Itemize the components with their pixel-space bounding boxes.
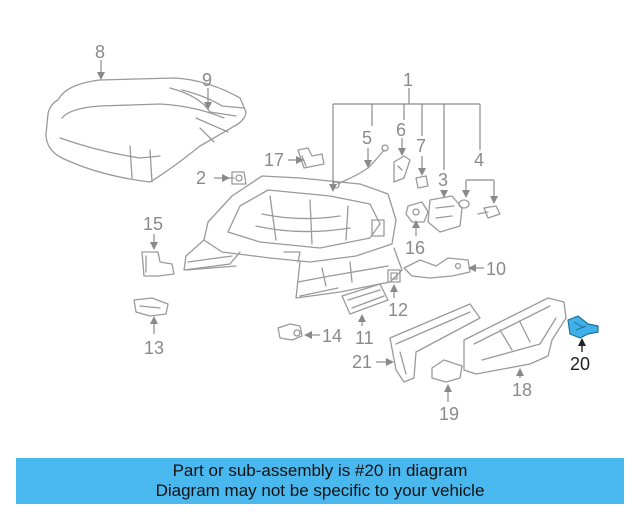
callout-12: 12: [388, 300, 408, 320]
callout-1: 1: [403, 70, 413, 90]
part-6-switch: [393, 155, 411, 183]
callout-20-highlighted: 20: [570, 354, 590, 374]
part-4-bolt-washer: [458, 199, 501, 219]
callout-9: 9: [202, 70, 212, 90]
callout-14: 14: [322, 326, 342, 346]
callout-8: 8: [95, 42, 105, 62]
part-7-knob: [415, 175, 429, 189]
part-16-bracket: [405, 201, 429, 223]
callout-10: 10: [486, 259, 506, 279]
part-18-side-shield: [463, 297, 567, 375]
part-3-motor: [427, 195, 463, 233]
part-13-latch: [133, 297, 169, 317]
leader-lines: [97, 60, 586, 402]
callout-11: 11: [355, 328, 374, 348]
part-11-side-trim: [341, 283, 389, 315]
callout-2: 2: [196, 168, 206, 188]
callout-19: 19: [439, 404, 459, 424]
part-12-clip: [387, 269, 401, 283]
callout-6: 6: [396, 120, 406, 140]
part-19-handle: [431, 359, 463, 383]
part-17-clip: [297, 147, 325, 169]
banner-line-part-number: Part or sub-assembly is #20 in diagram: [172, 461, 468, 480]
callout-3: 3: [438, 170, 448, 190]
info-banner: Part or sub-assembly is #20 in diagram D…: [16, 458, 624, 504]
banner-line-disclaimer: Diagram may not be specific to your vehi…: [155, 481, 485, 500]
callout-16: 16: [405, 238, 425, 258]
callout-17: 17: [264, 150, 284, 170]
part-20-clip-highlighted[interactable]: [567, 315, 599, 339]
part-9-cushion-cover: [181, 89, 245, 143]
callout-7: 7: [416, 136, 426, 156]
callout-18: 18: [512, 380, 532, 400]
part-14-connector: [277, 323, 303, 341]
callout-13: 13: [144, 338, 164, 358]
part-15-bracket: [141, 251, 175, 277]
callout-labels: 1 2 3 4 5 6 7 8 9 10 11 12 13 14 15 16 1…: [95, 42, 590, 424]
callout-21: 21: [352, 352, 372, 372]
seat-frame: [183, 175, 403, 299]
callout-15: 15: [143, 214, 163, 234]
part-8-cushion-pad: [45, 77, 247, 183]
callout-5: 5: [362, 128, 372, 148]
seat-parts-diagram: 1 2 3 4 5 6 7 8 9 10 11 12 13 14 15 16 1…: [45, 42, 599, 424]
part-10-rail-bracket: [403, 257, 471, 279]
part-21-wire-frame: [389, 303, 481, 383]
callout-4: 4: [474, 150, 484, 170]
